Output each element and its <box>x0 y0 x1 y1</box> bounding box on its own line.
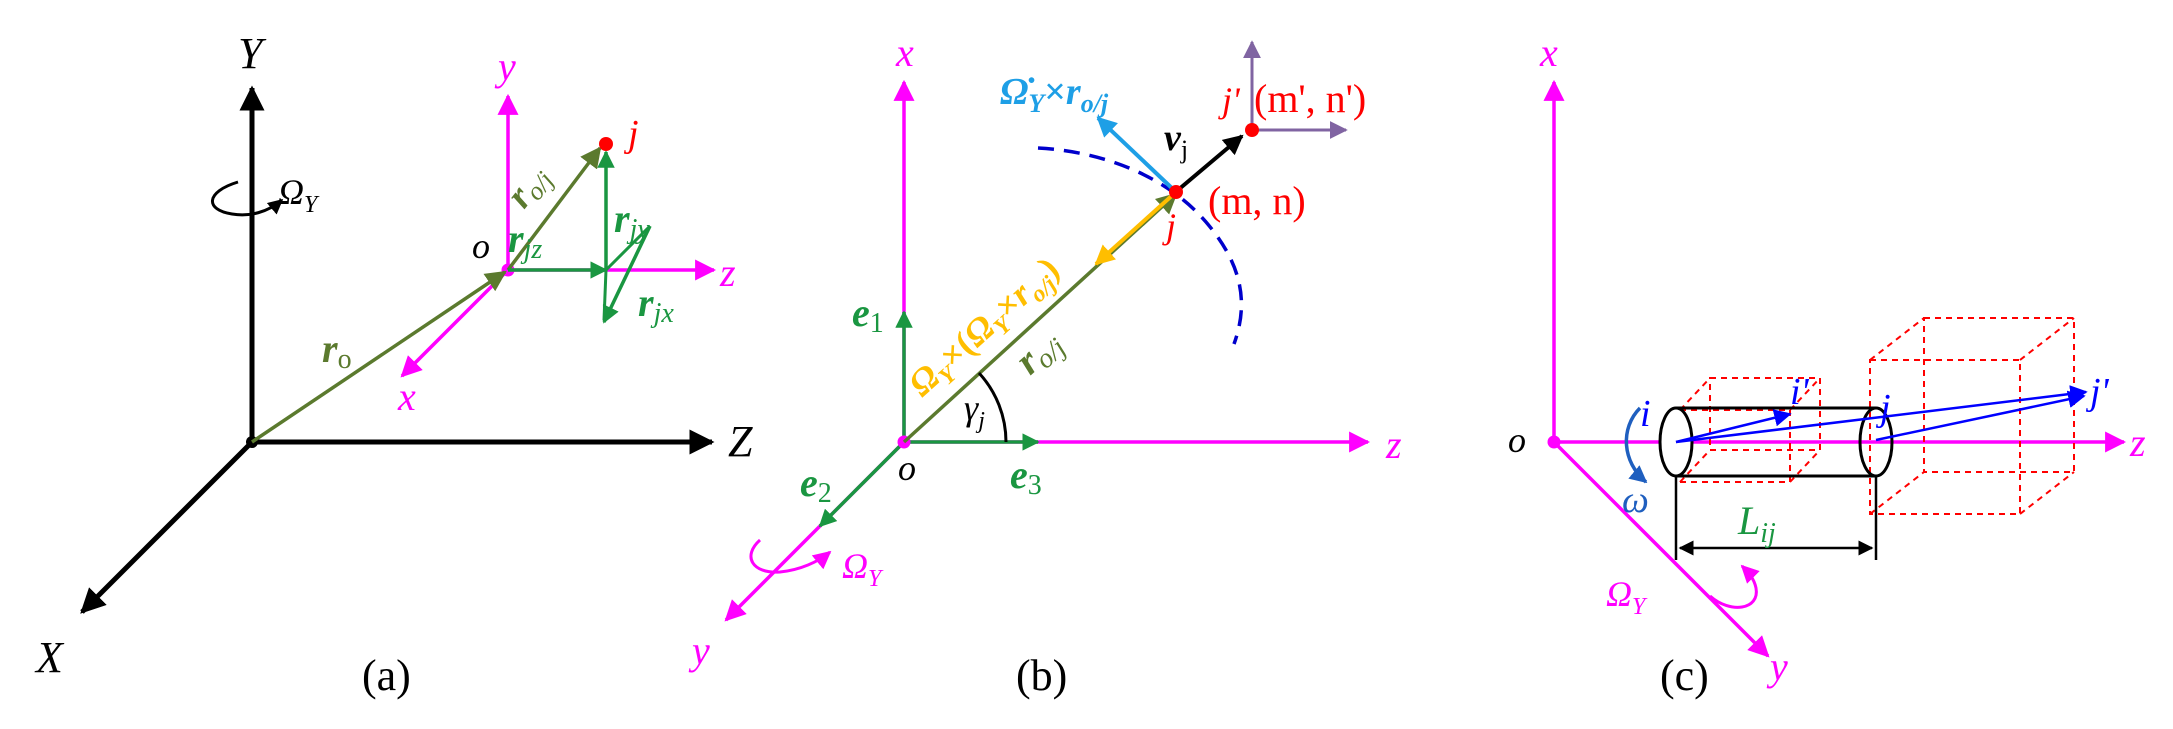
origin-dot-c <box>1547 435 1561 449</box>
vector-tangential <box>1096 116 1178 194</box>
vector-i-to-iprime <box>1675 409 1792 444</box>
label-point-j-b: j <box>1162 206 1176 246</box>
label-centripetal: ΩY×(ΩY×ro/j) <box>901 249 1071 409</box>
point-j-dot <box>599 137 613 151</box>
label-omega-Y: ΩY <box>278 172 320 218</box>
axis-y-c <box>1552 440 1770 658</box>
label-axis-z-b: z <box>1385 422 1402 467</box>
label-omega-Y-c: ΩY <box>1606 574 1648 620</box>
label-i: i <box>1640 393 1651 435</box>
vector-velocity <box>1176 134 1244 192</box>
label-axis-Z: Z <box>728 417 753 466</box>
label-velocity: vj <box>1164 117 1188 164</box>
element-box-i-dashed <box>1679 377 1821 483</box>
label-omega-w: ω <box>1622 479 1649 521</box>
label-i-prime: i' <box>1790 371 1810 413</box>
label-axis-Y: Y <box>238 29 267 78</box>
label-axis-y-b: y <box>688 628 710 673</box>
vector-j-to-jprime <box>1875 390 2086 442</box>
rotation-arrow-omega-Y-b <box>749 538 832 574</box>
label-axis-y-c: y <box>1766 644 1788 689</box>
label-r-o: ro <box>322 326 352 375</box>
angle-arc-gamma <box>977 371 1008 443</box>
label-origin-b: o <box>898 448 916 488</box>
label-axis-x-b: x <box>895 30 914 75</box>
rotation-arrow-omega-Y-c <box>1708 564 1760 609</box>
panel-c: x z y o <box>1508 30 2146 700</box>
label-coord-mn-prime: (m', n') <box>1254 76 1366 121</box>
local-axis-x <box>400 268 510 378</box>
label-axis-z-c: z <box>2129 420 2146 465</box>
vector-r-jx <box>604 224 652 272</box>
vector-i-to-jprime <box>1675 385 2088 444</box>
vector-r-jx-base <box>602 269 608 321</box>
label-point-j: j <box>623 113 639 155</box>
label-local-x: x <box>397 374 416 419</box>
label-tangential: Ω̇Y×ro/j <box>1000 71 1109 118</box>
label-e3: e3 <box>1010 452 1042 501</box>
vector-r-jx-head <box>602 225 652 324</box>
trajectory-arc-dashed <box>1037 146 1244 345</box>
element-box-j-dashed <box>1869 317 2075 515</box>
label-r-jx: rjx <box>638 280 674 329</box>
label-j-prime: j' <box>2085 371 2110 413</box>
label-Lij: Lij <box>1737 498 1776 549</box>
label-r-jz: rjz <box>508 216 542 265</box>
unit-vector-e2 <box>818 440 906 528</box>
panel-b: x z y e1 e3 e2 o ΩY ro/j γj ΩY×(ΩY×ro/j)… <box>688 30 1402 700</box>
label-axis-X: X <box>34 633 65 682</box>
vector-centripetal <box>1094 190 1178 266</box>
rotation-arrow-omega-w <box>1624 406 1648 484</box>
label-local-z: z <box>719 250 736 295</box>
caption-c: (c) <box>1660 651 1709 700</box>
point-j-dot-b <box>1169 185 1183 199</box>
label-coord-mn: (m, n) <box>1208 178 1306 223</box>
panel-a: Y Z X ΩY y z x o ro ro/j rjz rjy rjx j (… <box>34 29 753 700</box>
label-point-j-prime-b: j' <box>1218 80 1241 120</box>
label-axis-x-c: x <box>1539 30 1558 75</box>
label-r-jy: rjy <box>614 196 650 245</box>
label-e1: e1 <box>852 290 884 339</box>
label-r-oj-b: ro/j <box>1006 319 1072 386</box>
label-local-y: y <box>494 44 516 89</box>
label-origin-c: o <box>1508 420 1526 460</box>
label-omega-Y-b: ΩY <box>842 546 884 592</box>
global-axis-X <box>80 440 254 614</box>
caption-a: (a) <box>362 651 411 700</box>
rotation-arrow-omega-Y <box>211 180 284 217</box>
vector-r-oj <box>506 146 602 272</box>
point-j-prime-dot-b <box>1245 123 1259 137</box>
label-origin-o: o <box>472 226 490 266</box>
vector-r-o <box>251 270 507 444</box>
label-gamma: γj <box>964 388 985 434</box>
label-e2: e2 <box>800 460 832 509</box>
caption-b: (b) <box>1016 651 1067 700</box>
